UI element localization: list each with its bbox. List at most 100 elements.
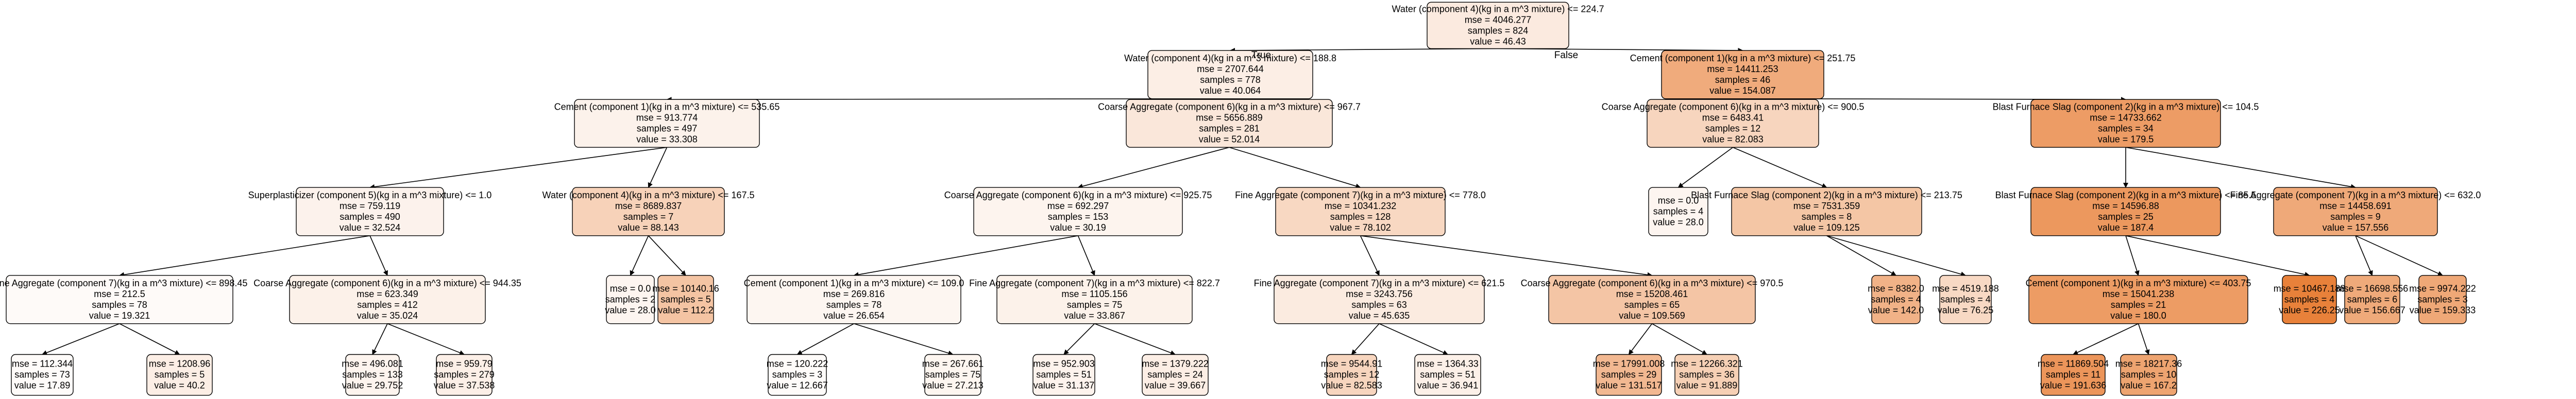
node-text-line: Water (component 4)(kg in a m^3 mixture)… bbox=[1392, 4, 1604, 14]
node-text-line: mse = 15208.461 bbox=[1616, 289, 1688, 299]
node-box bbox=[1274, 275, 1485, 324]
node-text-line: value = 52.014 bbox=[1199, 134, 1260, 145]
node-text-line: samples = 9 bbox=[2330, 212, 2381, 222]
node-text-line: samples = 778 bbox=[1200, 75, 1261, 85]
node-text-line: Blast Furnace Slag (component 2)(kg in a… bbox=[1995, 190, 2257, 200]
node-text-line: samples = 3 bbox=[2417, 294, 2468, 304]
node-text-line: mse = 12266.321 bbox=[1671, 359, 1743, 369]
node-text-line: value = 159.333 bbox=[2410, 305, 2476, 315]
node-box bbox=[2273, 187, 2438, 236]
edge-n13-n26 bbox=[2125, 235, 2310, 277]
node-text-line: value = 78.102 bbox=[1330, 222, 1391, 233]
node-box bbox=[345, 354, 400, 396]
node-text-line: Coarse Aggregate (component 6)(kg in a m… bbox=[1602, 102, 1865, 112]
edge-n9-n19 bbox=[853, 235, 1078, 277]
node-text-line: value = 29.752 bbox=[342, 380, 403, 391]
node-text-line: value = 142.0 bbox=[1868, 305, 1924, 315]
tree-node-n14: Fine Aggregate (component 7)(kg in a m^3… bbox=[2230, 187, 2481, 236]
node-text-line: value = 76.25 bbox=[1938, 305, 1994, 315]
edge-n4-n9 bbox=[1077, 147, 1230, 189]
node-text-line: value = 36.941 bbox=[1417, 380, 1479, 391]
edge-n19-n34 bbox=[854, 323, 954, 356]
tree-node-n7: Superplasticizer (component 5)(kg in a m… bbox=[248, 187, 492, 236]
node-text-line: samples = 490 bbox=[340, 212, 400, 222]
tree-node-n15: Fine Aggregate (component 7)(kg in a m^3… bbox=[0, 275, 247, 324]
node-text-line: samples = 36 bbox=[1679, 370, 1735, 380]
node-text-line: value = 109.569 bbox=[1619, 310, 1685, 321]
node-text-line: samples = 11 bbox=[2046, 370, 2100, 380]
tree-node-n25: Cement (component 1)(kg in a m^3 mixture… bbox=[2026, 275, 2251, 324]
node-text-line: Coarse Aggregate (component 6)(kg in a m… bbox=[253, 278, 521, 288]
edge-n20-n35 bbox=[1063, 323, 1095, 355]
node-box bbox=[2030, 187, 2221, 236]
node-text-line: value = 191.636 bbox=[2040, 380, 2107, 391]
node-text-line: samples = 51 bbox=[1036, 370, 1092, 380]
node-box bbox=[606, 275, 655, 324]
node-text-line: samples = 4 bbox=[1653, 206, 1704, 216]
node-text-line: mse = 18217.36 bbox=[2115, 359, 2182, 369]
node-text-line: Cement (component 1)(kg in a m^3 mixture… bbox=[744, 278, 964, 288]
edge-n7-n15 bbox=[119, 235, 370, 277]
edge-n3-n7 bbox=[369, 147, 667, 189]
node-text-line: mse = 623.349 bbox=[357, 289, 418, 299]
node-text-line: mse = 11869.504 bbox=[2038, 359, 2109, 369]
node-text-line: value = 33.308 bbox=[636, 134, 698, 145]
tree-node-n4: Coarse Aggregate (component 6)(kg in a m… bbox=[1098, 99, 1361, 148]
node-text-line: Coarse Aggregate (component 6)(kg in a m… bbox=[944, 190, 1212, 200]
node-text-line: samples = 128 bbox=[1330, 212, 1391, 222]
node-text-line: mse = 7531.359 bbox=[1793, 201, 1860, 211]
node-box bbox=[1548, 275, 1756, 324]
node-box bbox=[146, 354, 213, 396]
edge-n22-n39 bbox=[1628, 323, 1653, 355]
node-box bbox=[996, 275, 1193, 324]
node-text-line: Blast Furnace Slag (component 2)(kg in a… bbox=[1993, 102, 2259, 112]
node-box bbox=[1939, 275, 1992, 324]
edge-n8-n18 bbox=[648, 235, 686, 276]
node-box bbox=[657, 275, 714, 324]
node-text-line: samples = 824 bbox=[1468, 25, 1529, 36]
edge-n5-n12 bbox=[1733, 147, 1827, 188]
node-box bbox=[1427, 2, 1569, 49]
node-text-line: value = 179.5 bbox=[2098, 134, 2154, 145]
node-text-line: samples = 497 bbox=[637, 124, 698, 134]
node-text-line: Cement (component 1)(kg in a m^3 mixture… bbox=[1630, 53, 1856, 63]
node-text-line: samples = 34 bbox=[2098, 124, 2154, 134]
node-text-line: samples = 7 bbox=[623, 212, 674, 222]
node-text-line: value = 91.889 bbox=[1676, 380, 1738, 391]
node-text-line: samples = 5 bbox=[155, 370, 205, 380]
node-text-line: mse = 17991.008 bbox=[1593, 359, 1665, 369]
node-text-line: mse = 3243.756 bbox=[1346, 289, 1413, 299]
node-text-line: value = 157.556 bbox=[2323, 222, 2389, 233]
node-text-line: mse = 120.222 bbox=[767, 359, 828, 369]
node-text-line: mse = 4519.188 bbox=[1932, 283, 1999, 293]
node-text-line: samples = 63 bbox=[1351, 300, 1407, 310]
node-text-line: value = 32.524 bbox=[340, 222, 401, 233]
node-text-line: samples = 2 bbox=[605, 294, 656, 304]
node-box bbox=[2041, 354, 2106, 396]
edge-n16-n31 bbox=[372, 323, 388, 355]
node-box bbox=[1596, 354, 1662, 396]
node-text-line: value = 45.635 bbox=[1349, 310, 1410, 321]
node-text-line: value = 154.087 bbox=[1709, 85, 1776, 96]
tree-node-n22: Coarse Aggregate (component 6)(kg in a m… bbox=[1521, 275, 1784, 324]
node-box bbox=[1647, 99, 1819, 148]
node-text-line: samples = 46 bbox=[1715, 75, 1771, 85]
node-text-line: Cement (component 1)(kg in a m^3 mixture… bbox=[2026, 278, 2251, 288]
node-text-line: Coarse Aggregate (component 6)(kg in a m… bbox=[1521, 278, 1784, 288]
node-text-line: mse = 496.081 bbox=[342, 359, 403, 369]
edge-n13-n25 bbox=[2125, 235, 2140, 276]
node-text-line: mse = 267.661 bbox=[922, 359, 984, 369]
node-text-line: value = 131.517 bbox=[1596, 380, 1662, 391]
node-box bbox=[2030, 99, 2221, 148]
node-text-line: mse = 14411.253 bbox=[1707, 64, 1778, 74]
node-text-line: samples = 29 bbox=[1601, 370, 1657, 380]
node-text-line: Superplasticizer (component 5)(kg in a m… bbox=[248, 190, 492, 200]
node-text-line: mse = 16698.556 bbox=[2336, 283, 2409, 293]
